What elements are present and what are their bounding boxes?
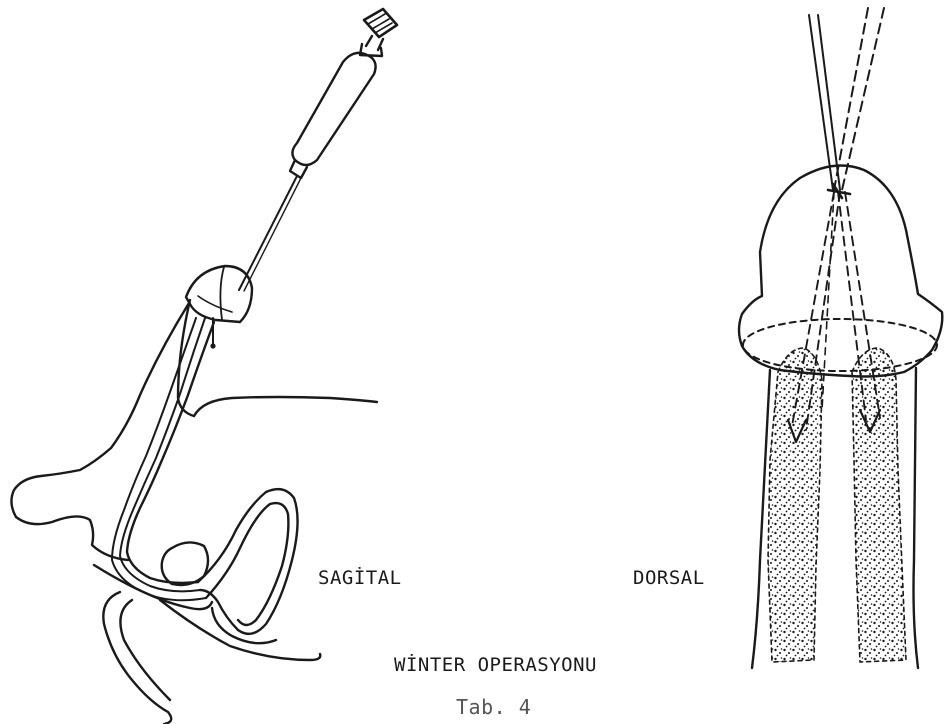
syringe bbox=[239, 9, 397, 291]
abdominal-wall bbox=[194, 397, 377, 416]
dorsal-drawing bbox=[739, 8, 942, 668]
syringe-barrel bbox=[292, 53, 375, 165]
shaft-dorsal-outline bbox=[11, 303, 189, 560]
plate-number: Tab. 4 bbox=[456, 695, 531, 719]
dorsal-needle bbox=[809, 15, 840, 190]
glans-sagittal bbox=[186, 266, 252, 322]
corona-dashed bbox=[743, 319, 937, 371]
corpus-cavernosum-right bbox=[852, 348, 906, 662]
urethra-inner bbox=[120, 318, 205, 591]
dorsal-needle-alt bbox=[834, 8, 884, 190]
syringe-needle bbox=[239, 176, 297, 290]
bulb-ovoid bbox=[162, 542, 208, 585]
figure-caption: WİNTER OPERASYONU bbox=[394, 654, 597, 676]
label-sagittal-view: SAGİTAL bbox=[318, 567, 402, 589]
label-dorsal-view: DORSAL bbox=[633, 567, 705, 589]
sagittal-drawing bbox=[11, 9, 397, 724]
corpus-cavernosum-left bbox=[768, 348, 822, 662]
pubic-bone bbox=[103, 592, 171, 724]
